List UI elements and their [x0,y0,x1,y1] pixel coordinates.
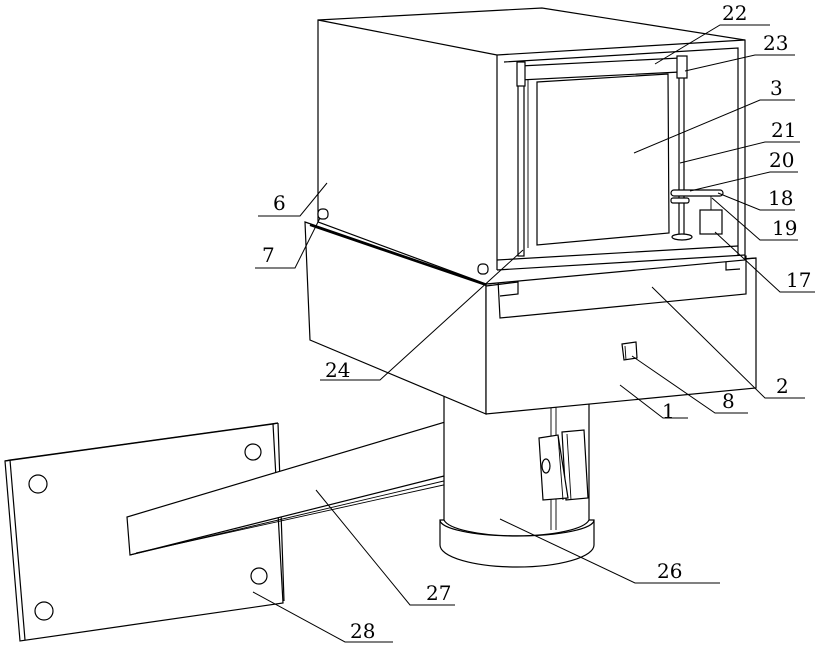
label-3: 3 [770,76,783,100]
bolt-hole [244,443,262,461]
label-26: 26 [657,559,682,583]
label-24: 24 [325,358,350,382]
bolt-hole [28,474,48,494]
label-23: 23 [763,31,788,55]
leader-lines [252,24,815,643]
upper-box [317,7,746,285]
label-19: 19 [772,216,797,240]
label-21: 21 [771,118,796,142]
label-1: 1 [662,399,675,423]
label-22: 22 [722,1,747,25]
motor [699,209,723,235]
label-8: 8 [722,389,735,413]
gear-belt [670,189,724,197]
reference-labels: 22 23 3 21 20 18 19 17 6 7 24 2 8 1 26 2… [262,1,811,643]
hinge [477,263,489,275]
label-28: 28 [350,619,375,643]
cylinder-base [439,394,595,568]
bolt-hole [250,567,268,585]
label-17: 17 [786,268,811,292]
left-guide-rod [517,61,525,257]
slider-block [676,55,688,79]
lower-housing [304,221,757,415]
lead-screw [678,71,685,238]
label-27: 27 [426,581,451,605]
bolt-hole [34,601,54,621]
hinge [317,208,329,220]
label-20: 20 [769,148,794,172]
label-2: 2 [776,374,789,398]
clamp-block [538,434,569,501]
label-7: 7 [262,243,275,267]
label-18: 18 [768,186,793,210]
door-panel [536,73,670,246]
label-6: 6 [273,191,286,215]
